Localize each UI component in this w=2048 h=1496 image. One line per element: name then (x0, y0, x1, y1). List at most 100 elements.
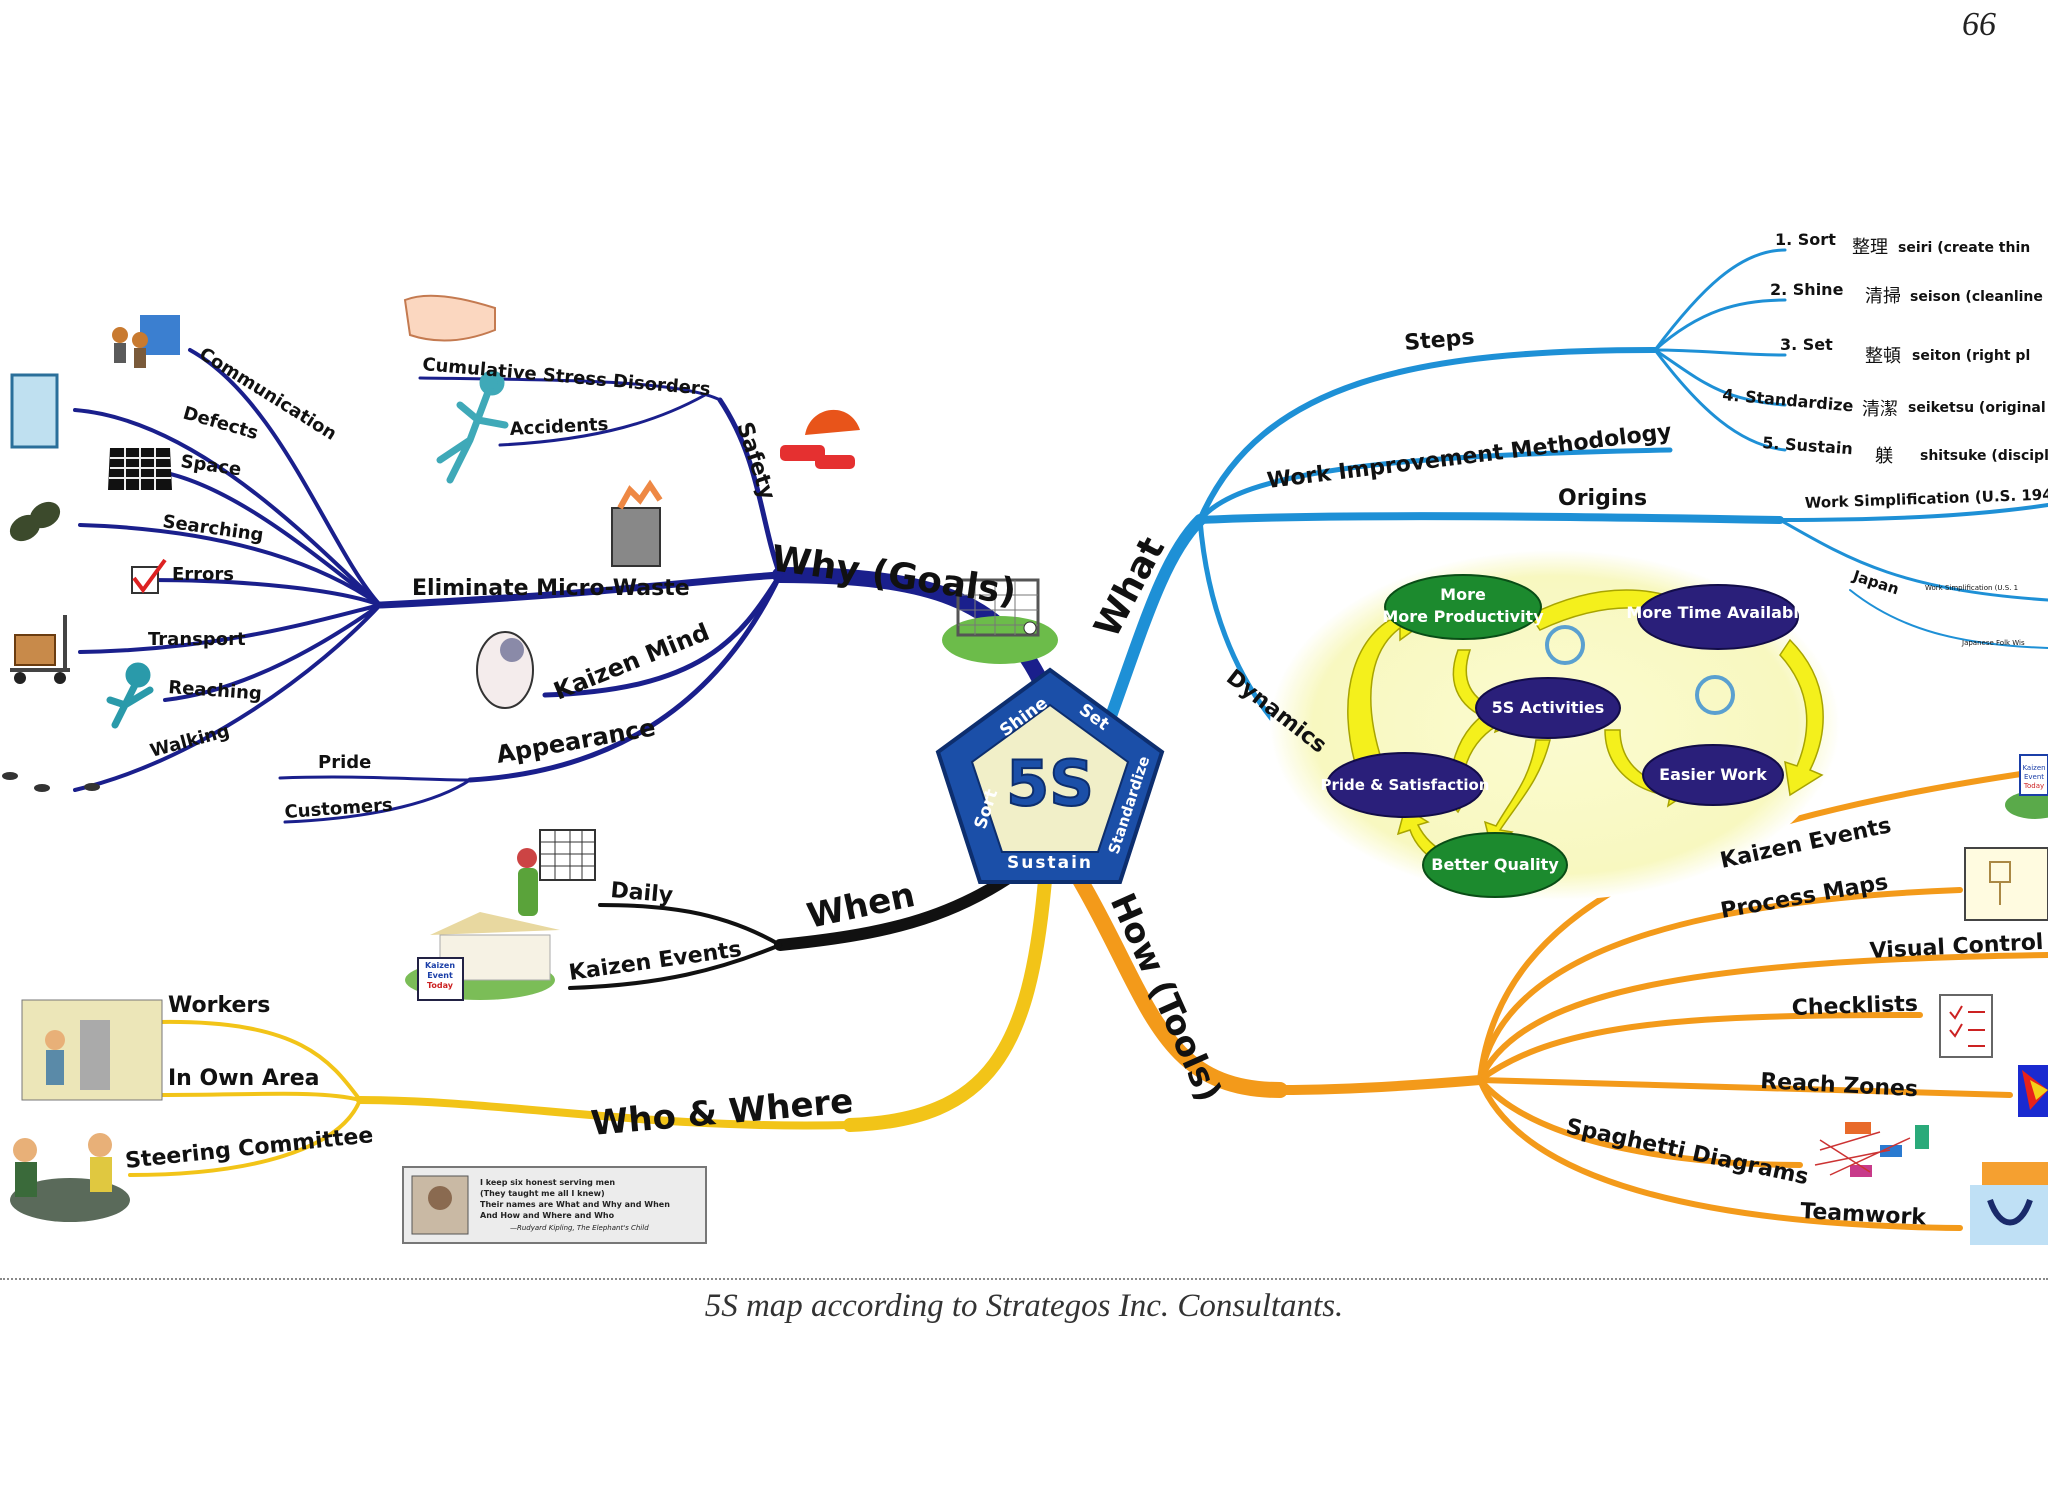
kaizen-head (476, 631, 534, 709)
cycle-node-productivity-line1: More (1440, 585, 1486, 604)
cycle-node: More More Productivity (1382, 574, 1544, 640)
space-image (108, 448, 172, 490)
who-workers: Workers (168, 993, 270, 1018)
binoculars-image (9, 501, 61, 542)
who-own-area: In Own Area (168, 1066, 320, 1091)
quote-line-1: I keep six honest serving men (480, 1178, 615, 1187)
trash-can (611, 479, 663, 567)
quote-line-3: Their names are What and Why and When (480, 1200, 670, 1209)
communication-image (112, 315, 180, 368)
eliminate-label: Eliminate Micro-Waste (412, 576, 690, 601)
calendar-woman (517, 829, 596, 916)
kanji-5: 躾 (1875, 446, 1893, 467)
process-map-image (1964, 847, 2048, 921)
cycle-node-time: More Time Available (1626, 603, 1809, 622)
romaji-3: seiton (right pl (1912, 348, 2030, 364)
how-checklists: Checklists (1791, 992, 1918, 1021)
figure-caption: 5S map according to Strategos Inc. Consu… (704, 1288, 1344, 1324)
divider (0, 1278, 2048, 1280)
step-sort: 1. Sort (1775, 230, 1836, 249)
center-5s: 5S Shine Set Standardize Sustain Sort (935, 667, 1165, 884)
waste-space: Space (179, 451, 242, 480)
branch-who (128, 873, 1052, 1177)
branch-how (1072, 767, 2048, 1231)
defects-image (10, 373, 59, 449)
cycle-node: 5S Activities (1475, 677, 1621, 739)
cycle-node-pride: Pride & Satisfaction (1321, 776, 1490, 794)
reaching-figure (106, 662, 154, 729)
footprints-image (2, 772, 100, 792)
japan-folk: Japanese Folk Wis (1961, 639, 2025, 647)
safety-label: Safety (731, 419, 780, 503)
who-label: Who & Where (589, 1081, 854, 1144)
quote-line-2: (They taught me all I knew) (480, 1189, 605, 1198)
quote-author: —Rudyard Kipling, The Elephant's Child (510, 1224, 649, 1232)
cycle-center: 5S Activities (1492, 698, 1605, 717)
checklist-image (1939, 994, 1993, 1058)
why-label: Why (Goals) (769, 538, 1019, 613)
teamwork-image (1970, 1162, 2048, 1245)
work-improvement-label: Work Improvement Methodology (1266, 420, 1673, 494)
kanji-2: 清掃 (1865, 286, 1901, 307)
accident-figure (436, 370, 509, 484)
branch-why (73, 348, 1048, 824)
origins-label: Origins (1558, 486, 1647, 511)
dynamics-cycle: More More Productivity More Time Availab… (1270, 550, 1840, 900)
cycle-node: Pride & Satisfaction (1321, 752, 1490, 818)
when-sign-line2: Event (427, 971, 453, 980)
workers-image (21, 999, 163, 1101)
kaizen-tent: Kaizen Event Today (405, 912, 560, 1001)
waste-defects: Defects (181, 403, 261, 444)
committee-image (10, 1133, 130, 1222)
kaizen-event-thumb: Kaizen Event Today (2005, 754, 2048, 819)
romaji-5: shitsuke (discipli (1920, 448, 2048, 464)
kanji-3: 整頓 (1865, 346, 1901, 367)
kanji-1: 整理 (1852, 237, 1888, 258)
when-sign-line3: Today (427, 981, 454, 990)
quote-line-4: And How and Where and Who (480, 1211, 615, 1220)
errors-checkbox (131, 558, 167, 594)
cycle-node: More Time Available (1626, 584, 1810, 650)
romaji-1: seiri (create thin (1898, 240, 2030, 256)
spaghetti-image (1814, 1122, 1929, 1177)
origin-japan: Japan (1850, 566, 1901, 598)
how-process-maps: Process Maps (1719, 870, 1890, 924)
cycle-node: Easier Work (1642, 744, 1784, 806)
waste-transport: Transport (148, 629, 246, 650)
how-sign-line3: Today (2023, 782, 2044, 790)
how-sign-line2: Event (2024, 773, 2044, 781)
cycle-node: Better Quality (1422, 832, 1568, 898)
cycle-node-easier: Easier Work (1659, 765, 1767, 784)
step-sustain: 5. Sustain (1762, 433, 1854, 458)
reach-zones-image (2018, 1065, 2048, 1117)
waste-reaching: Reaching (168, 677, 263, 704)
appearance-customers: Customers (284, 794, 393, 823)
appearance-pride: Pride (318, 752, 371, 773)
japan-us: Work Simplification (U.S. 1 (1925, 584, 2018, 592)
when-sign-line1: Kaizen (425, 961, 455, 970)
mind-map: More More Productivity More Time Availab… (2, 230, 2048, 1245)
center-label: 5S (1006, 747, 1094, 820)
safety-accidents: Accidents (509, 414, 609, 440)
kipling-quote: I keep six honest serving men (They taug… (402, 1166, 707, 1244)
how-label: How (Tools) (1102, 887, 1229, 1107)
illustrations: Kaizen Event Today Kaizen Event Today (2, 294, 2048, 1245)
page-number: 66 (1962, 6, 1996, 43)
romaji-4: seiketsu (original (1908, 400, 2046, 416)
safety-helmet (780, 409, 860, 469)
waste-errors: Errors (172, 564, 234, 585)
when-daily: Daily (609, 878, 673, 908)
branch-when (568, 864, 1026, 990)
safety-csd: Cumulative Stress Disorders (422, 354, 712, 400)
goal-illustration (942, 578, 1058, 664)
transport-cart (10, 615, 70, 684)
cycle-node-productivity: More Productivity (1382, 607, 1544, 626)
romaji-2: seison (cleanline (1910, 289, 2043, 305)
cycle-node-quality: Better Quality (1431, 855, 1559, 874)
how-visual-control: Visual Control (1869, 930, 2044, 964)
step-standardize: 4. Standardize (1722, 385, 1855, 415)
waste-walking: Walking (148, 720, 232, 761)
hand-image (403, 294, 496, 342)
how-teamwork: Teamwork (1800, 1199, 1928, 1231)
step-shine: 2. Shine (1770, 280, 1844, 299)
